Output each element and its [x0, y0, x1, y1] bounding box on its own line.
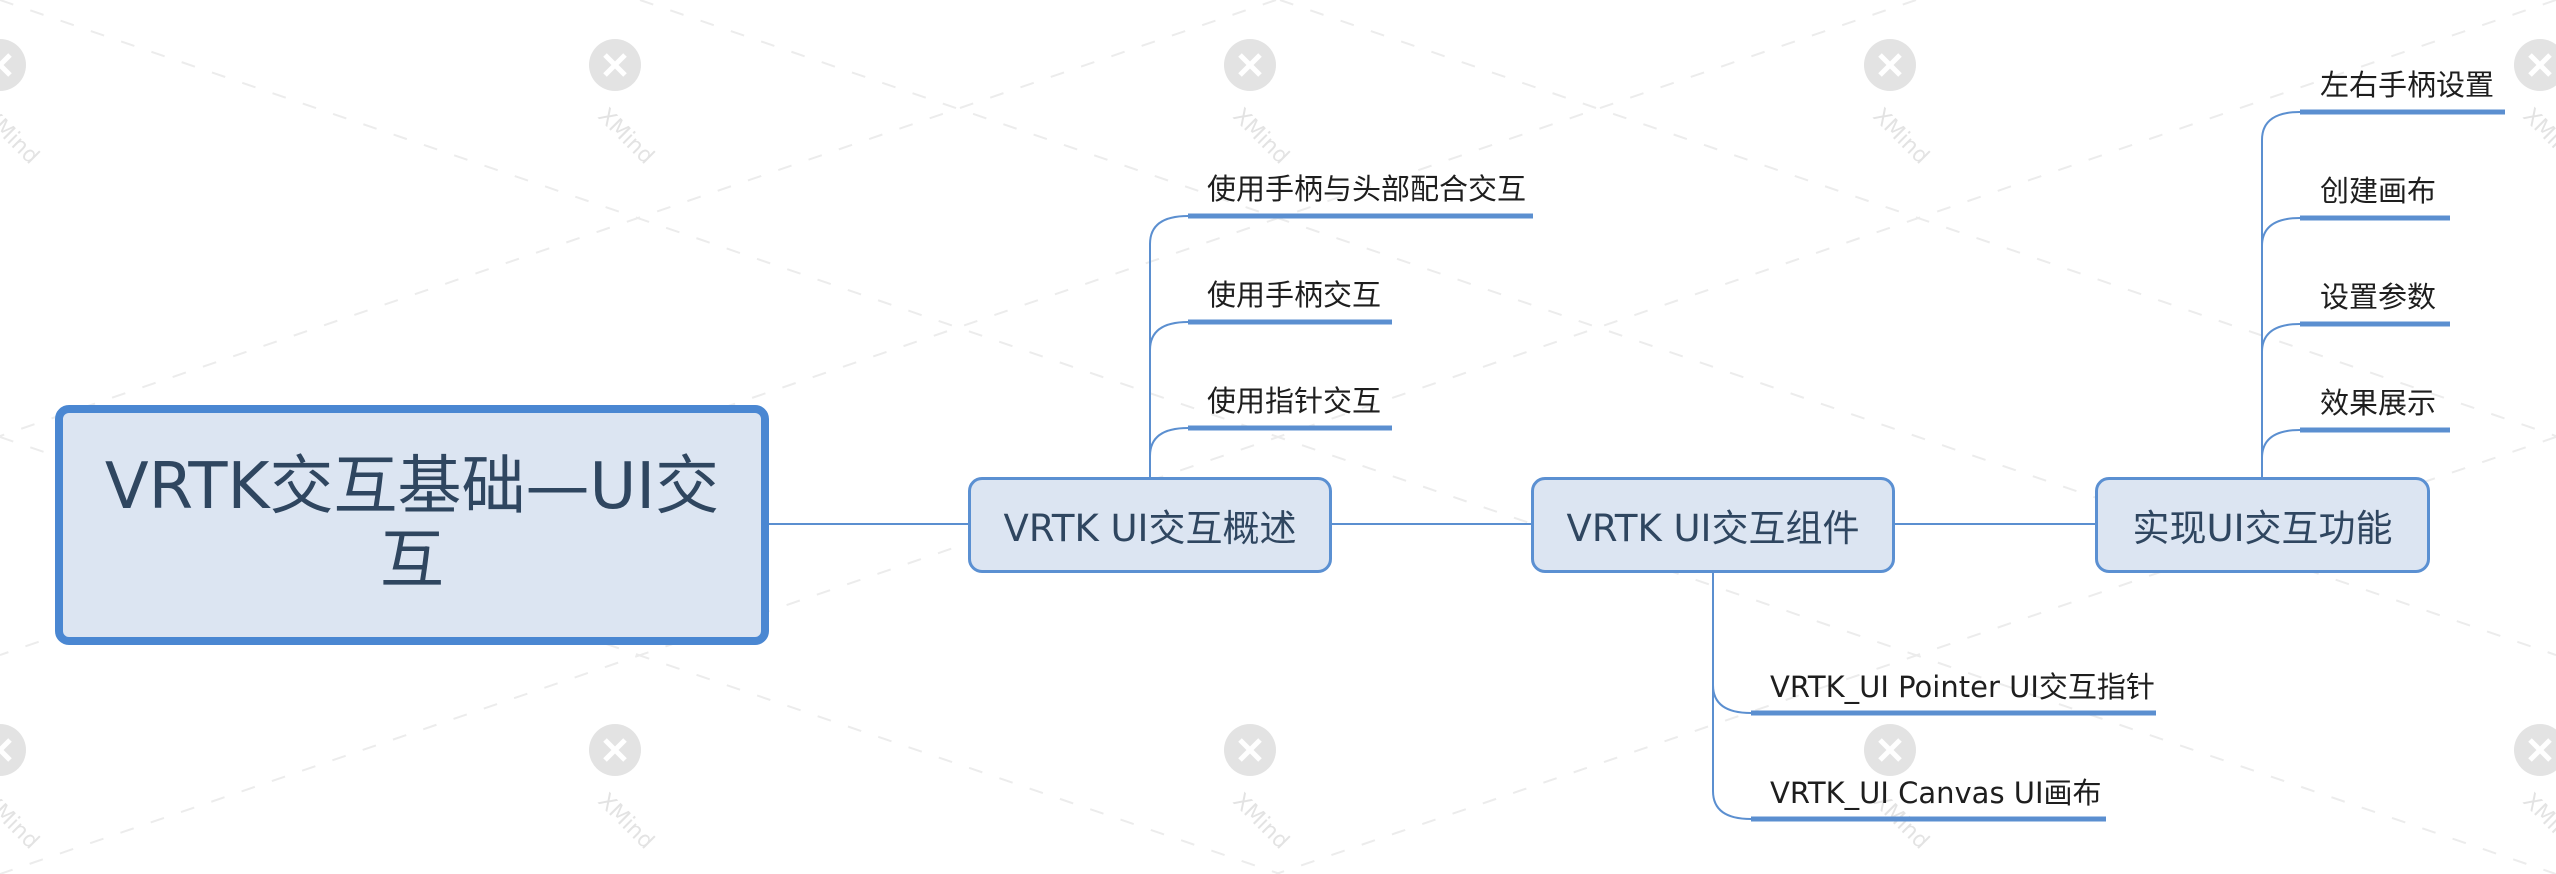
topic-label: VRTK UI交互组件 [1566, 507, 1860, 550]
connector-topic2-child [1712, 573, 1752, 820]
connector-topic1-child [1149, 215, 1189, 477]
central-topic-label: VRTK交互基础—UI交互 [104, 450, 720, 598]
connector-topic3-child [2261, 323, 2301, 477]
connector-topic3-child [2261, 111, 2301, 477]
subtopic-use-controller[interactable]: 使用手柄交互 [1207, 278, 1382, 312]
connector-topic2-child [1712, 573, 1752, 714]
subtopic-set-parameters[interactable]: 设置参数 [2320, 280, 2437, 314]
subtopic-ui-pointer[interactable]: VRTK_UI Pointer UI交互指针 [1770, 670, 2155, 704]
subtopic-effect-display[interactable]: 效果展示 [2320, 386, 2437, 420]
subtopic-use-pointer[interactable]: 使用指针交互 [1207, 384, 1382, 418]
topic-vrtk-ui-components[interactable]: VRTK UI交互组件 [1531, 477, 1895, 573]
subtopic-create-canvas[interactable]: 创建画布 [2320, 174, 2437, 208]
topic-label: 实现UI交互功能 [2132, 507, 2393, 550]
subtopic-use-controller-and-head[interactable]: 使用手柄与头部配合交互 [1207, 172, 1527, 206]
topic-label: VRTK UI交互概述 [1003, 507, 1297, 550]
connector-topic1-child [1149, 427, 1189, 477]
subtopic-ui-canvas[interactable]: VRTK_UI Canvas UI画布 [1770, 776, 2102, 810]
topic-implement-ui-interaction[interactable]: 实现UI交互功能 [2095, 477, 2430, 573]
topic-vrtk-ui-overview[interactable]: VRTK UI交互概述 [968, 477, 1332, 573]
connector-topic3-child [2261, 217, 2301, 477]
connector-topic1-child [1149, 321, 1189, 477]
central-topic[interactable]: VRTK交互基础—UI交互 [55, 405, 769, 645]
connector-topic3-child [2261, 429, 2301, 477]
subtopic-left-right-controllers[interactable]: 左右手柄设置 [2320, 68, 2495, 102]
